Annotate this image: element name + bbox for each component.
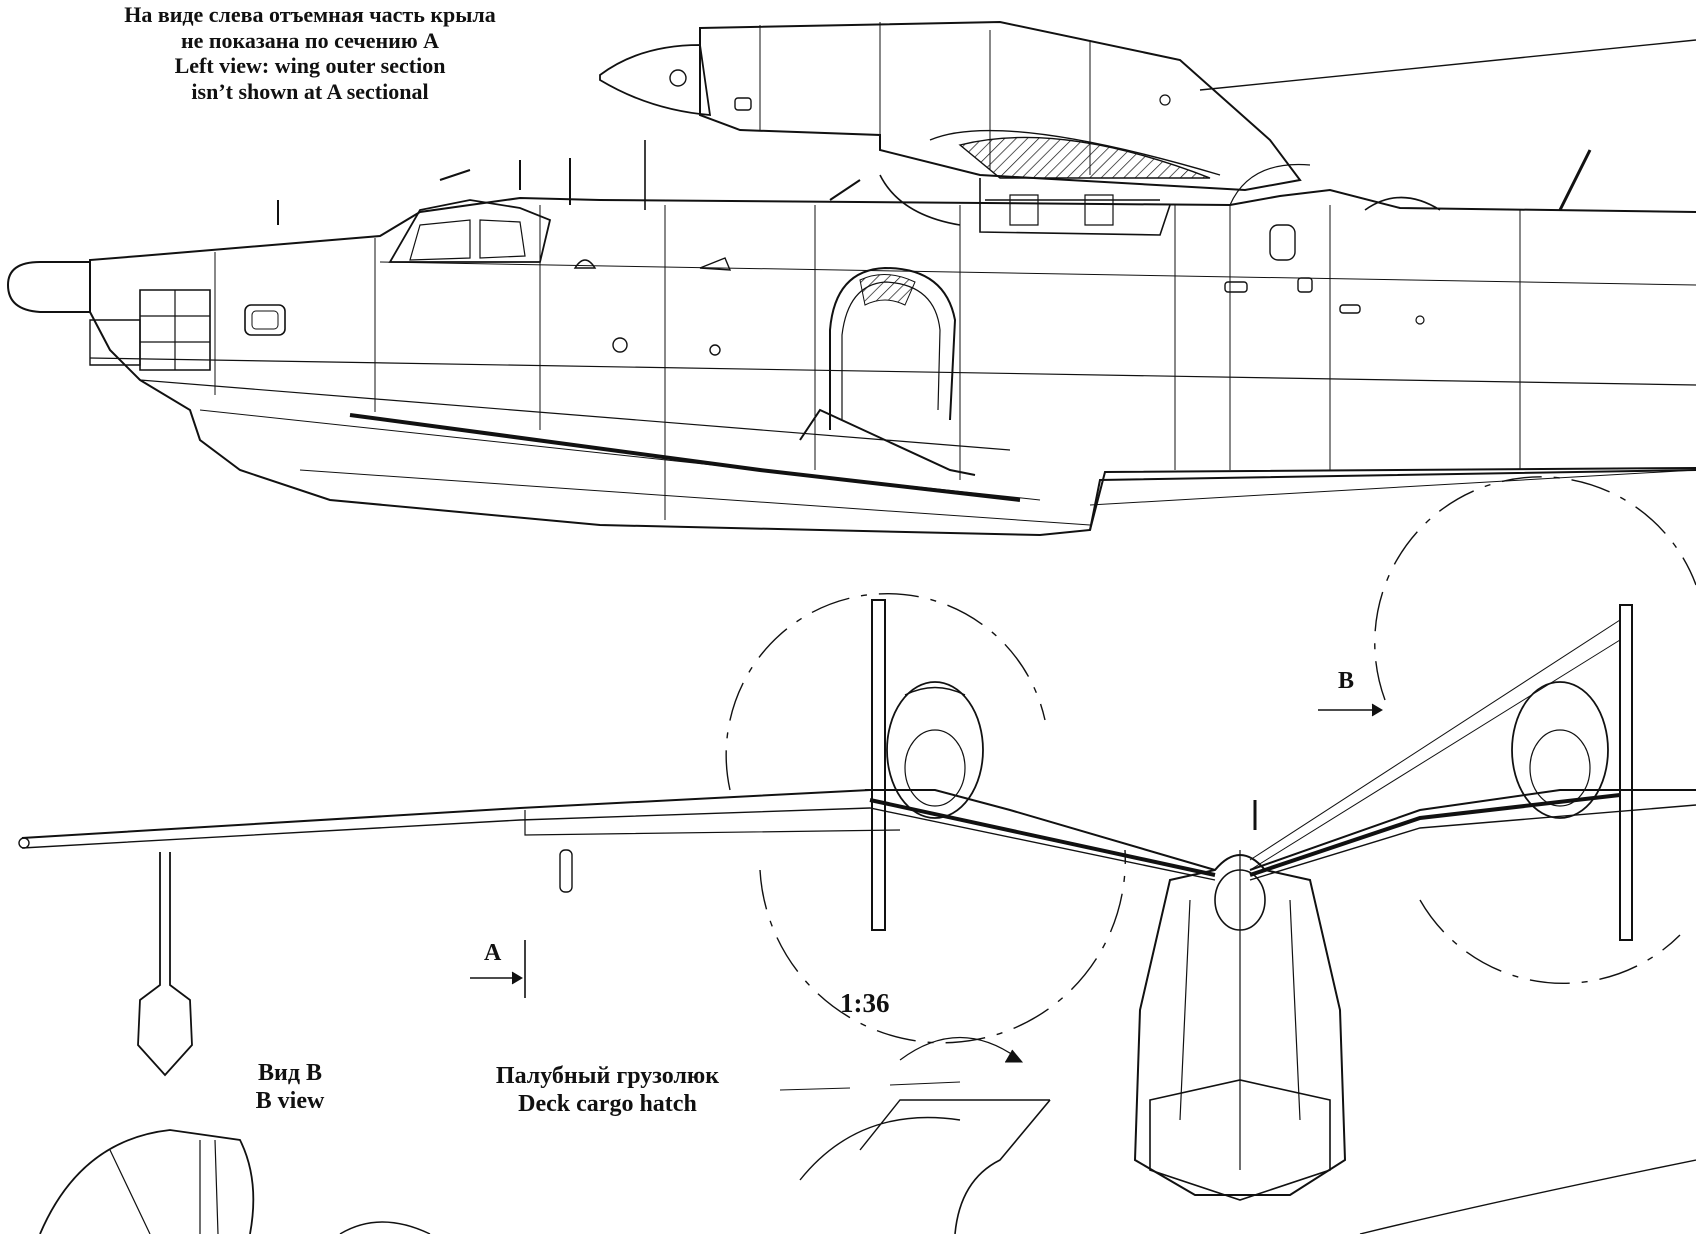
left-propeller-arc — [726, 594, 1045, 790]
section-marker-a: A — [484, 940, 502, 966]
spray-rail — [350, 415, 1020, 500]
right-wing — [1250, 790, 1696, 870]
front-view — [19, 477, 1696, 1200]
view-b-detail — [40, 1130, 253, 1234]
hull-bottom — [90, 312, 1696, 535]
engine-nacelle — [600, 22, 1300, 235]
bottom-details — [40, 1038, 1696, 1234]
right-engine — [1512, 682, 1608, 818]
view-b-caption: Вид В B view — [230, 1060, 350, 1116]
deck-hatch-caption-en: Deck cargo hatch — [518, 1090, 697, 1117]
nose-cap — [40, 260, 90, 312]
hull-step — [1090, 468, 1696, 530]
deck-hatch-detail — [800, 1100, 1050, 1180]
sectional-note: На виде слева отъемная часть крыла не по… — [100, 2, 520, 104]
view-b-caption-ru: Вид В — [258, 1060, 322, 1086]
section-arrow-a — [470, 940, 525, 998]
right-propeller-blade — [1620, 605, 1632, 940]
dorsal-blister — [1365, 198, 1440, 211]
scale-label: 1:36 — [840, 988, 890, 1018]
right-propeller-arc — [1375, 477, 1696, 700]
wing-float — [138, 852, 192, 1075]
cockpit-canopy — [390, 200, 550, 262]
side-cargo-door — [830, 268, 955, 430]
note-line-2: не показана по сечению А — [180, 27, 440, 53]
note-line-4: isn’t shown at A sectional — [191, 78, 429, 104]
view-marker-b: B — [1338, 668, 1355, 694]
note-line-3: Left view: wing outer section — [174, 53, 446, 79]
deck-hatch-caption: Палубный грузолюк Deck cargo hatch — [470, 1063, 745, 1119]
note-line-1: На виде слева отъемная часть крыла — [124, 2, 496, 27]
left-wing — [22, 790, 1215, 870]
side-view — [8, 22, 1696, 535]
fuselage-outline — [8, 190, 1696, 312]
left-propeller-blade — [872, 600, 885, 930]
deck-hatch-caption-ru: Палубный грузолюк — [495, 1063, 720, 1089]
left-engine — [887, 682, 983, 818]
view-b-caption-en: B view — [255, 1087, 325, 1114]
